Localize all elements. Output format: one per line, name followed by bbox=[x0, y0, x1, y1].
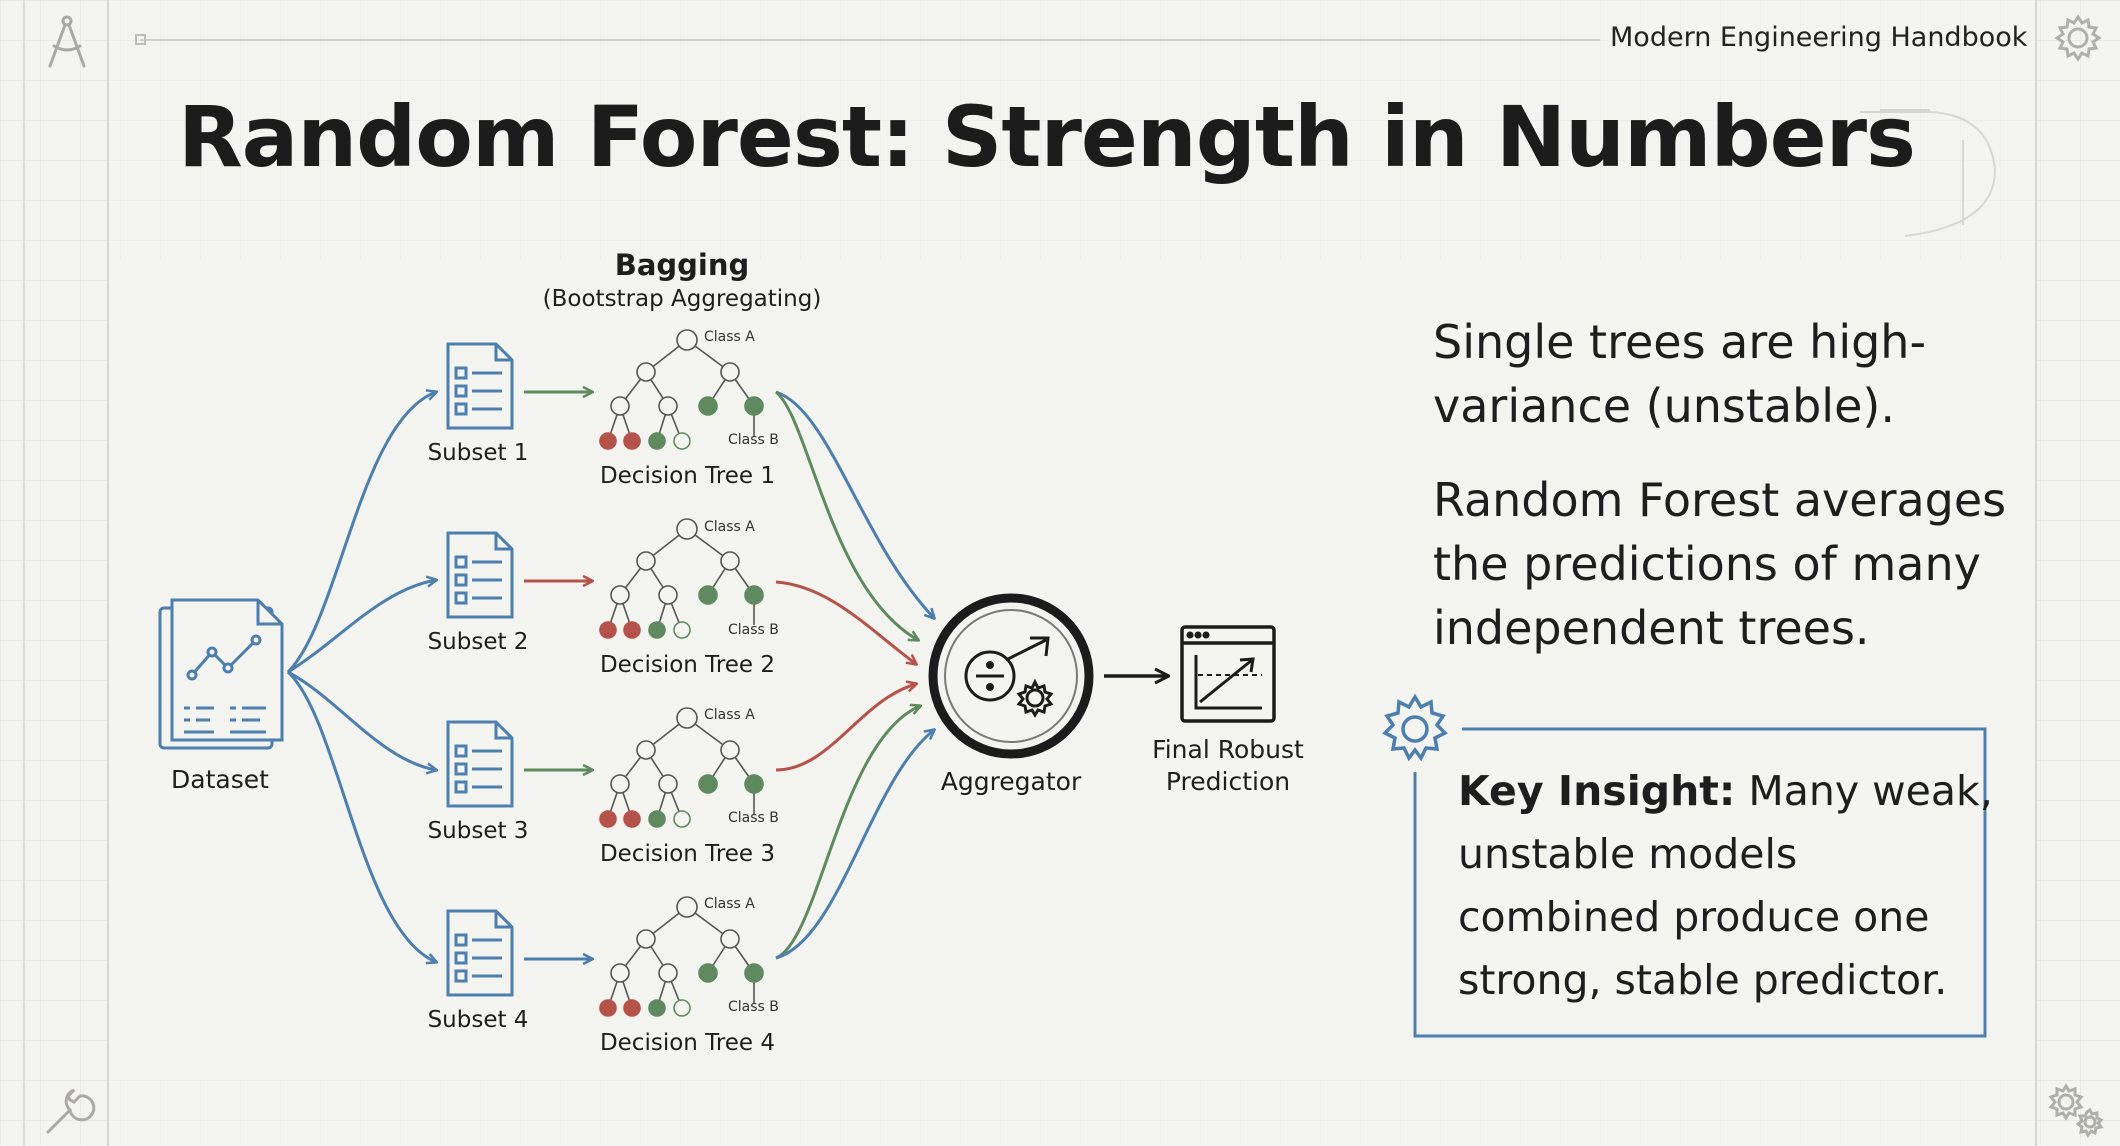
bagging-title: Bagging bbox=[580, 248, 784, 282]
tree-label-2: Decision Tree 2 bbox=[590, 652, 785, 678]
subset-label-4: Subset 4 bbox=[418, 1007, 538, 1033]
tree3-class-b: Class B bbox=[728, 810, 779, 826]
subset-to-tree-arrows bbox=[524, 392, 592, 959]
tree1-class-b: Class B bbox=[728, 432, 779, 448]
tree-label-3: Decision Tree 3 bbox=[590, 841, 785, 867]
dataset-label: Dataset bbox=[150, 765, 290, 794]
dataset-icon bbox=[160, 600, 282, 748]
paragraph-single-trees: Single trees are high-variance (unstable… bbox=[1433, 310, 2043, 438]
subset-icon bbox=[448, 722, 512, 806]
subset-label-1: Subset 1 bbox=[418, 440, 538, 466]
tree-label-1: Decision Tree 1 bbox=[590, 463, 785, 489]
paragraph-random-forest: Random Forest averages the predictions o… bbox=[1433, 468, 2043, 660]
key-insight-text: Key Insight: Many weak, unstable models … bbox=[1458, 760, 1998, 1012]
subset-icon bbox=[448, 533, 512, 617]
bagging-subtitle: (Bootstrap Aggregating) bbox=[530, 286, 834, 312]
key-insight-label: Key Insight: bbox=[1458, 767, 1735, 815]
prediction-label-line1: Final Robust bbox=[1130, 734, 1326, 766]
aggregator-icon bbox=[933, 598, 1089, 754]
prediction-label-line2: Prediction bbox=[1130, 766, 1326, 798]
tree2-class-b: Class B bbox=[728, 622, 779, 638]
tree4-class-a: Class A bbox=[704, 896, 755, 912]
aggregator-label: Aggregator bbox=[920, 767, 1102, 796]
subset-icon bbox=[448, 344, 512, 428]
subset-label-2: Subset 2 bbox=[418, 629, 538, 655]
tree4-class-b: Class B bbox=[728, 999, 779, 1015]
subset-icon bbox=[448, 911, 512, 995]
insight-gear-icon bbox=[1385, 697, 1445, 758]
prediction-label: Final Robust Prediction bbox=[1130, 734, 1326, 798]
tree-label-4: Decision Tree 4 bbox=[590, 1030, 785, 1056]
trees-to-aggregator-arrows bbox=[776, 392, 934, 958]
prediction-window-icon bbox=[1182, 627, 1274, 721]
tree1-class-a: Class A bbox=[704, 329, 755, 345]
subset-label-3: Subset 3 bbox=[418, 818, 538, 844]
tree2-class-a: Class A bbox=[704, 519, 755, 535]
tree3-class-a: Class A bbox=[704, 707, 755, 723]
decision-tree-graphic bbox=[600, 519, 763, 638]
dataset-to-subsets-arrows bbox=[288, 392, 436, 962]
